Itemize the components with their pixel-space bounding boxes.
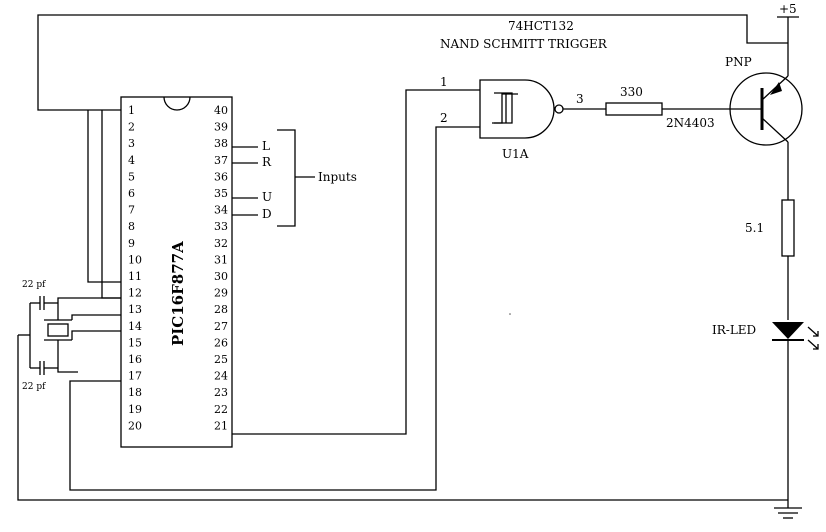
supply-label: +5 bbox=[779, 2, 797, 16]
pin1-feedback-wire bbox=[37, 14, 788, 299]
gate-part: 74HCT132 bbox=[508, 19, 574, 33]
pic-chip: PIC16F877A 12345678910111213141516171819… bbox=[120, 96, 233, 448]
cap-label-bottom: 22 pf bbox=[22, 382, 46, 392]
pnp-transistor: PNP 2N4403 bbox=[666, 55, 803, 146]
chip-pin-left: 4 bbox=[128, 154, 135, 167]
cap-label-top: 22 pf bbox=[22, 280, 46, 290]
chip-pin-right: 29 bbox=[214, 287, 228, 300]
stray-dot bbox=[509, 313, 511, 315]
gate-ref: U1A bbox=[502, 147, 529, 161]
chip-pin-right: 40 bbox=[214, 104, 228, 117]
chip-pin-right: 28 bbox=[214, 303, 228, 316]
chip-pin-right: 22 bbox=[214, 403, 228, 416]
chip-notch bbox=[163, 96, 191, 111]
chip-pin-right: 33 bbox=[214, 220, 228, 233]
ir-led: IR-LED bbox=[712, 322, 819, 500]
chip-pin-right: 38 bbox=[214, 137, 228, 150]
chip-pin-left: 9 bbox=[128, 237, 135, 250]
nand-schmitt-gate: 74HCT132 NAND SCHMITT TRIGGER 1 2 3 U1A bbox=[440, 19, 608, 161]
chip-pin-right: 34 bbox=[214, 204, 228, 217]
ground-return-wire bbox=[17, 126, 788, 501]
chip-pin-right: 21 bbox=[214, 419, 228, 432]
led-resistor-value: 5.1 bbox=[745, 221, 764, 235]
transistor-part: 2N4403 bbox=[666, 116, 715, 130]
pin21-to-gate-wire bbox=[232, 89, 480, 435]
gate-pin1: 1 bbox=[440, 75, 448, 89]
chip-pin-right: 35 bbox=[214, 187, 228, 200]
chip-pin-left: 12 bbox=[128, 287, 142, 300]
input-label-l: L bbox=[262, 139, 270, 153]
inputs-title: Inputs bbox=[318, 170, 357, 184]
chip-pin-left: 5 bbox=[128, 170, 135, 183]
base-resistor: 330 bbox=[605, 85, 735, 116]
input-label-r: R bbox=[262, 155, 272, 169]
chip-pin-right: 37 bbox=[214, 154, 228, 167]
transistor-type: PNP bbox=[725, 55, 752, 69]
chip-pin-left: 14 bbox=[128, 320, 142, 333]
gate-description: NAND SCHMITT TRIGGER bbox=[440, 37, 608, 51]
chip-pin-left: 11 bbox=[128, 270, 142, 283]
chip-pin-left: 2 bbox=[128, 121, 135, 134]
chip-pin-right: 25 bbox=[214, 353, 228, 366]
chip-pin-left: 3 bbox=[128, 137, 135, 150]
ground-icon bbox=[774, 500, 802, 519]
chip-pin-left: 18 bbox=[128, 386, 142, 399]
chip-body bbox=[120, 96, 233, 448]
chip-name: PIC16F877A bbox=[169, 241, 187, 346]
chip-pin-right: 39 bbox=[214, 121, 228, 134]
input-label-u: U bbox=[262, 190, 272, 204]
gate-pin2: 2 bbox=[440, 111, 448, 125]
chip-right-pins: 40 39 38 37 36 35 34 33 32 31 30 29 28 27 26 25 24 23 22 21 bbox=[214, 104, 228, 432]
chip-pin-right: 30 bbox=[214, 270, 228, 283]
chip-pin-right: 24 bbox=[214, 370, 228, 383]
chip-pin-right: 26 bbox=[214, 336, 228, 349]
chip-pin-left: 6 bbox=[128, 187, 135, 200]
chip-pin-right: 36 bbox=[214, 170, 228, 183]
chip-pin-left: 7 bbox=[128, 204, 135, 217]
chip-pin-left: 17 bbox=[128, 370, 142, 383]
chip-pin-left: 8 bbox=[128, 220, 135, 233]
chip-pin-left: 1 bbox=[128, 104, 135, 117]
input-label-d: D bbox=[262, 207, 272, 221]
chip-pin-left: 19 bbox=[128, 403, 142, 416]
chip-pin-left: 20 bbox=[128, 419, 142, 432]
chip-pin-right: 31 bbox=[214, 253, 228, 266]
crystal-oscillator: 22 pf 22 pf bbox=[18, 280, 121, 392]
base-resistor-value: 330 bbox=[620, 85, 643, 99]
supply-rail: +5 bbox=[777, 2, 799, 76]
chip-pin-right: 32 bbox=[214, 237, 228, 250]
inputs-bracket: L R U D Inputs bbox=[232, 129, 357, 227]
chip-pin-left: 13 bbox=[128, 303, 142, 316]
chip-pin-left: 10 bbox=[128, 253, 142, 266]
chip-pin-left: 15 bbox=[128, 336, 142, 349]
led-resistor: 5.1 bbox=[745, 199, 795, 320]
chip-pin-left: 16 bbox=[128, 353, 142, 366]
chip-pin-right: 27 bbox=[214, 320, 228, 333]
chip-pin-right: 23 bbox=[214, 386, 228, 399]
led-label: IR-LED bbox=[712, 323, 756, 337]
gate-pin3: 3 bbox=[576, 92, 584, 106]
